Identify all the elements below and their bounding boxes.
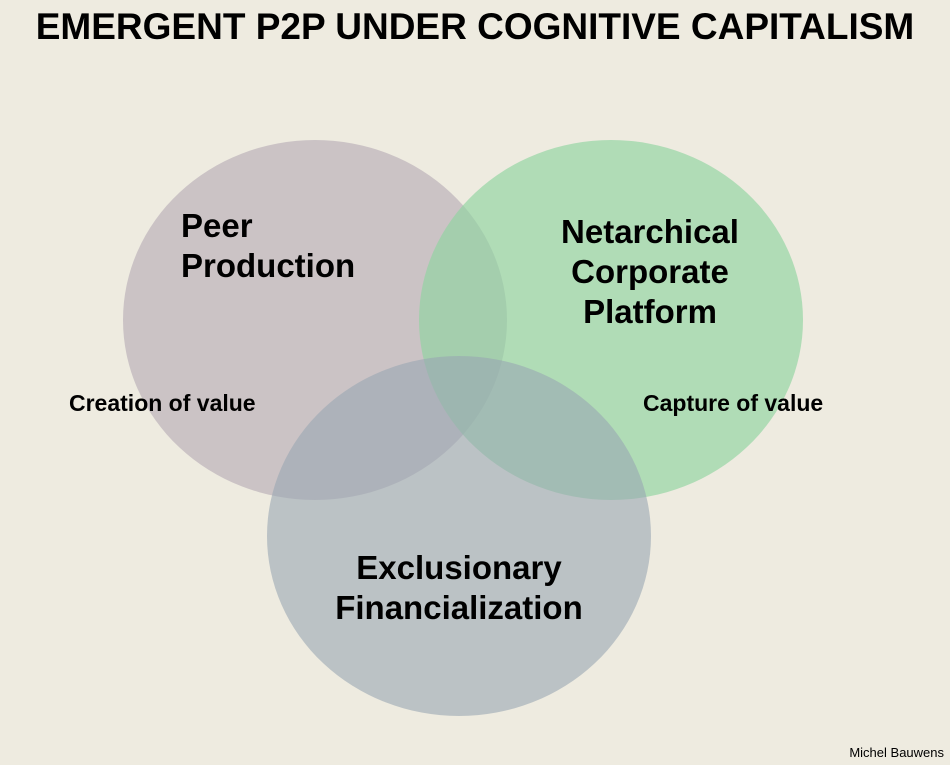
capture-of-value-label: Capture of value	[643, 390, 824, 416]
exclusionary-financialization-label: Exclusionary Financialization	[335, 549, 583, 626]
peer-production-label: Peer Production	[181, 207, 356, 284]
author-credit: Michel Bauwens	[849, 745, 944, 760]
creation-of-value-label: Creation of value	[69, 390, 256, 416]
diagram-title: EMERGENT P2P UNDER COGNITIVE CAPITALISM	[35, 6, 915, 47]
netarchical-platform-label: Netarchical Corporate Platform	[561, 213, 739, 330]
exclusionary-financialization-circle	[267, 356, 651, 716]
